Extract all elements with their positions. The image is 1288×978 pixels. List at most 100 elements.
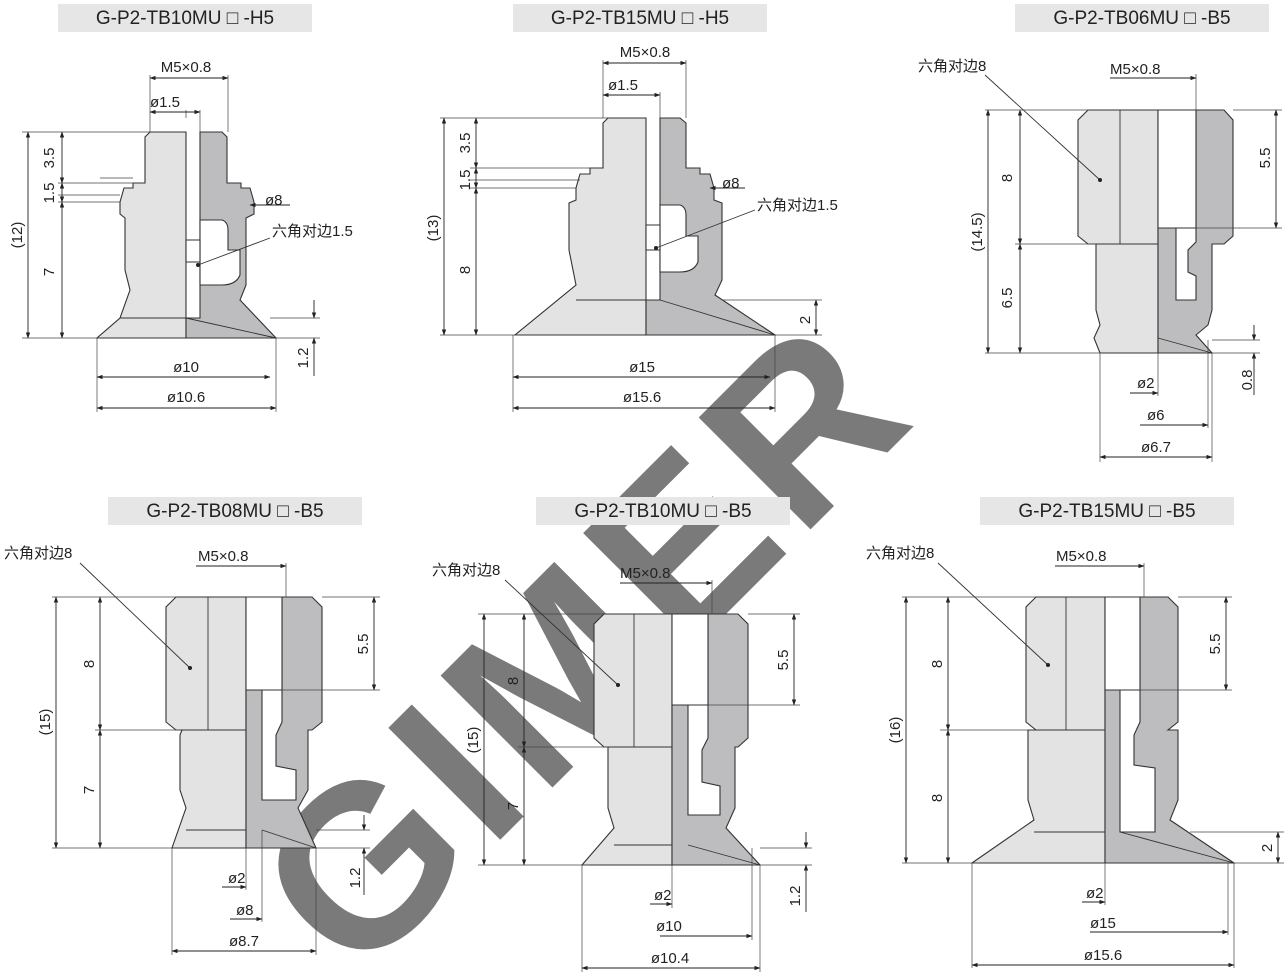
dim-bore-diameter: ø2 xyxy=(1137,375,1155,392)
dim-lip: 1.2 xyxy=(295,348,312,369)
inner-channel xyxy=(261,689,297,801)
dim-outer-diameter: ø10.6 xyxy=(167,389,205,406)
drawing-tb10mu-h5: G-P2-TB10MU □ -H5 xyxy=(9,4,353,412)
dim-overall-height: (14.5) xyxy=(969,212,986,251)
dim-flange-height: 1.5 xyxy=(457,170,474,191)
dim-bore: ø1.5 xyxy=(150,94,180,111)
dim-bore: ø1.5 xyxy=(608,77,638,94)
thread-bore xyxy=(671,613,709,706)
title-bar xyxy=(1015,4,1269,32)
drawing-title: G-P2-TB15MU □ -B5 xyxy=(1018,501,1195,522)
dim-thread-depth: 5.5 xyxy=(1257,148,1274,169)
dim-outer-diameter: ø15.6 xyxy=(1084,947,1122,964)
hex-socket xyxy=(185,239,201,263)
dim-thread: M5×0.8 xyxy=(1110,61,1160,78)
thread-bore xyxy=(1157,109,1197,229)
hex-socket xyxy=(645,224,661,251)
callout-hex: 六角对边8 xyxy=(4,545,72,562)
dim-thread-depth: 5.5 xyxy=(1207,634,1224,655)
title-bar xyxy=(58,4,312,32)
drawing-title: G-P2-TB10MU □ -B5 xyxy=(574,501,751,522)
dim-flange: ø8 xyxy=(722,175,740,192)
dim-overall-height: (13) xyxy=(425,215,442,242)
inner-channel xyxy=(687,704,721,816)
hex-nut-left xyxy=(1025,596,1106,731)
callout-hex: 六角对边1.5 xyxy=(757,197,838,214)
dim-outer-diameter: ø6.7 xyxy=(1141,439,1171,456)
cup-body-right xyxy=(645,117,777,336)
dim-thread-height: 3.5 xyxy=(457,133,474,154)
callout-hex: 六角对边8 xyxy=(918,58,986,75)
dim-hex-height: 8 xyxy=(999,174,1016,182)
dim-flange-height: 1.5 xyxy=(41,183,58,204)
callout-hex: 六角对边8 xyxy=(432,562,500,579)
dim-lip: 2 xyxy=(1259,844,1276,852)
dim-overall-height: (15) xyxy=(465,727,482,754)
callout-hex: 六角对边1.5 xyxy=(272,223,353,240)
dim-hex-height: 8 xyxy=(81,660,98,668)
dim-hex-height: 8 xyxy=(929,660,946,668)
cup-body-left xyxy=(171,729,247,849)
dim-thread: M5×0.8 xyxy=(620,565,670,582)
dim-overall-height: (15) xyxy=(37,709,54,736)
dim-body-height: 8 xyxy=(457,266,474,274)
dim-thread: M5×0.8 xyxy=(620,44,670,61)
dim-flange: ø8 xyxy=(265,192,283,209)
dim-thread-depth: 5.5 xyxy=(355,634,372,655)
dim-lip: 0.8 xyxy=(1239,370,1256,391)
dim-body-height: 7 xyxy=(41,268,58,276)
dim-thread: M5×0.8 xyxy=(161,59,211,76)
dim-outer-diameter: ø10.4 xyxy=(651,950,689,967)
title-bar xyxy=(980,497,1234,525)
drawing-title: G-P2-TB10MU □ -H5 xyxy=(96,8,274,29)
dim-bore-diameter: ø2 xyxy=(654,887,672,904)
dim-cup-diameter: ø8 xyxy=(236,902,254,919)
drawing-title: G-P2-TB08MU □ -B5 xyxy=(146,501,323,522)
dim-thread: M5×0.8 xyxy=(198,548,248,565)
cup-body-left xyxy=(1093,243,1159,354)
cup-body-left xyxy=(513,117,647,336)
title-bar xyxy=(513,4,767,32)
drawing-tb15mu-b5: G-P2-TB15MU □ -B5 六角对边8 M5×0.8 (1 xyxy=(866,497,1284,968)
dim-body-height: 6.5 xyxy=(999,288,1016,309)
callout-hex: 六角对边8 xyxy=(866,545,934,562)
drawing-title: G-P2-TB15MU □ -H5 xyxy=(551,8,729,29)
cup-inner-wall xyxy=(659,204,699,273)
hex-nut-left xyxy=(165,596,247,731)
dim-cup-diameter: ø10 xyxy=(173,359,199,376)
dim-outer-diameter: ø8.7 xyxy=(229,933,259,950)
dim-cup-diameter: ø15 xyxy=(629,359,655,376)
dim-body-height: 7 xyxy=(81,786,98,794)
cup-body-left xyxy=(95,131,187,339)
thread-bore xyxy=(1104,596,1141,691)
dim-cup-diameter: ø6 xyxy=(1147,407,1165,424)
title-bar xyxy=(536,497,790,525)
dim-thread-depth: 5.5 xyxy=(775,650,792,671)
dim-lip: 1.2 xyxy=(347,868,364,889)
drawing-title: G-P2-TB06MU □ -B5 xyxy=(1053,8,1230,29)
dim-thread-height: 3.5 xyxy=(41,148,58,169)
dim-overall-height: (12) xyxy=(9,222,26,249)
dim-cup-diameter: ø10 xyxy=(656,918,682,935)
thread-bore xyxy=(245,596,283,691)
title-bar xyxy=(108,497,362,525)
drawing-tb10mu-b5: G-P2-TB10MU □ -B5 六角对边8 M5×0.8 xyxy=(432,497,812,972)
dim-body-height: 7 xyxy=(505,802,522,810)
dim-lip: 2 xyxy=(797,316,814,324)
drawing-tb08mu-b5: G-P2-TB08MU □ -B5 六角对边8 M5×0.8 xyxy=(4,497,380,955)
inner-channel xyxy=(1119,689,1156,833)
dim-overall-height: (16) xyxy=(887,717,904,744)
dim-thread: M5×0.8 xyxy=(1056,548,1106,565)
dim-body-height: 8 xyxy=(929,794,946,802)
cup-inner-wall xyxy=(199,219,241,286)
hex-nut-left xyxy=(1077,109,1159,245)
inner-channel xyxy=(1175,227,1197,301)
drawing-tb06mu-b5: G-P2-TB06MU □ -B5 六角对边8 M5×0.8 (1 xyxy=(918,4,1282,462)
dim-outer-diameter: ø15.6 xyxy=(623,389,661,406)
dim-lip: 1.2 xyxy=(787,886,804,907)
dim-bore-diameter: ø2 xyxy=(228,870,246,887)
cup-body-left xyxy=(970,729,1106,864)
drawing-tb15mu-h5: G-P2-TB15MU □ -H5 (13) 3.5 1.5 8 xyxy=(425,4,838,412)
